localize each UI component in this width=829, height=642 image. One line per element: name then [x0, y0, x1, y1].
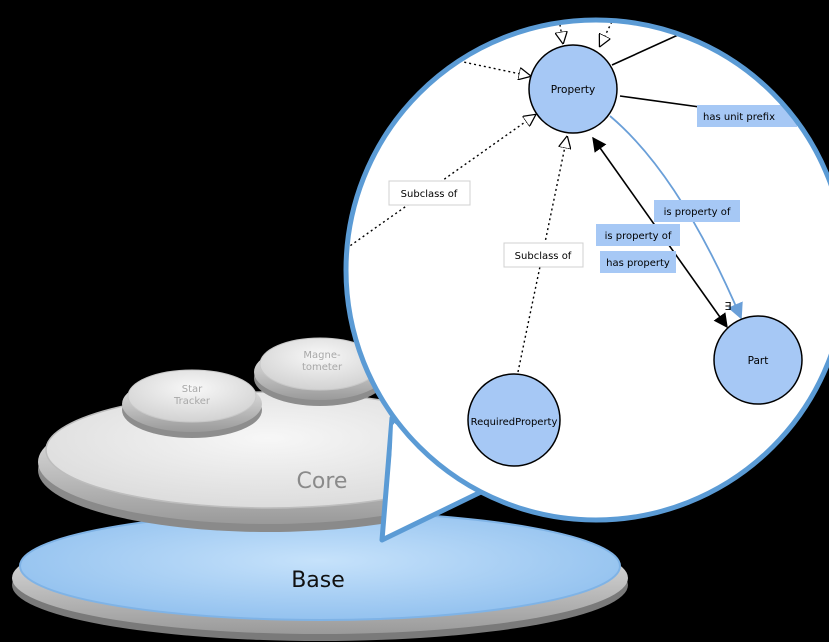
- svg-text:Part: Part: [748, 355, 769, 367]
- base-label: Base: [291, 568, 345, 593]
- ontology-graph: Property RequiredProperty Part Subclass …: [346, 20, 829, 467]
- node-required-property: RequiredProperty: [467, 373, 561, 467]
- edge-is-property-of-blue: [609, 115, 743, 320]
- module-star-tracker-line-1: Star: [182, 384, 203, 395]
- svg-text:is property of: is property of: [664, 207, 731, 218]
- svg-text:RequiredProperty: RequiredProperty: [471, 417, 558, 428]
- svg-text:Subclass of: Subclass of: [515, 251, 572, 262]
- label-has-unit-prefix: has unit prefix: [697, 105, 797, 127]
- svg-text:is property of: is property of: [605, 231, 672, 242]
- edge-left-top: [429, 54, 530, 76]
- label-is-property-of-1: is property of: [654, 200, 740, 222]
- module-magnetometer: Magne- tometer: [254, 337, 386, 406]
- module-star-tracker: Star Tracker: [122, 369, 262, 438]
- label-subclass-1: Subclass of: [388, 180, 471, 206]
- node-part: Part: [713, 315, 803, 405]
- label-has-property: has property: [600, 251, 676, 273]
- node-property: Property: [528, 44, 618, 134]
- core-label: Core: [297, 469, 348, 494]
- svg-text:Subclass of: Subclass of: [401, 189, 458, 200]
- module-star-tracker-line-2: Tracker: [173, 396, 211, 407]
- svg-text:Property: Property: [551, 84, 595, 96]
- label-exists: ∃: [725, 300, 732, 313]
- svg-text:has unit prefix: has unit prefix: [703, 112, 775, 123]
- bubble-border: [343, 17, 829, 523]
- label-is-property-of-2: is property of: [596, 224, 680, 246]
- module-magnetometer-line-1: Magne-: [303, 350, 341, 361]
- module-magnetometer-line-2: tometer: [302, 362, 343, 373]
- svg-text:has property: has property: [606, 258, 670, 269]
- label-subclass-2: Subclass of: [503, 242, 584, 268]
- base-layer: Base: [12, 511, 628, 641]
- zoom-bubble: Property RequiredProperty Part Subclass …: [343, 17, 829, 543]
- edge-top-left: [554, 20, 563, 43]
